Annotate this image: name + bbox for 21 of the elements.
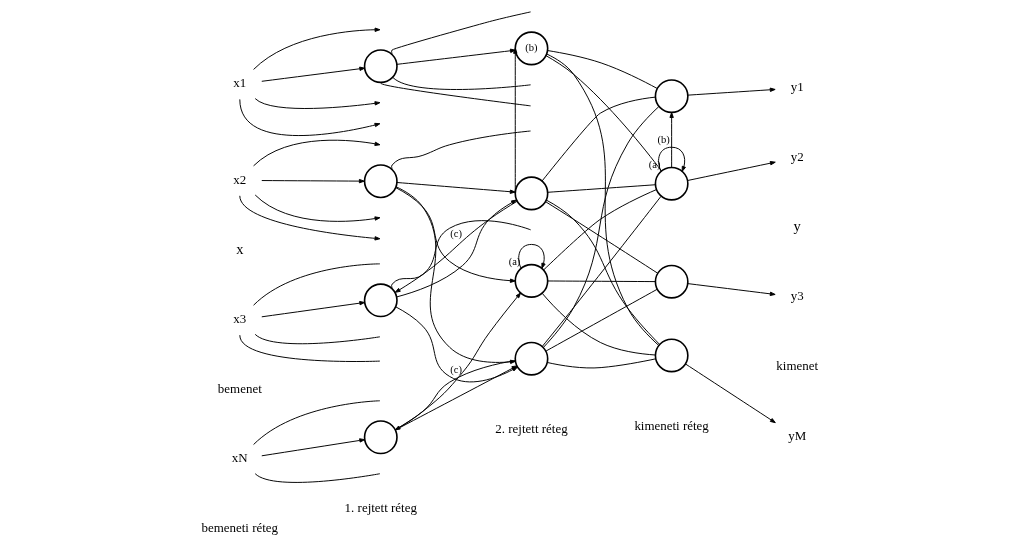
node-text: y1: [790, 79, 804, 95]
node-text: x2: [233, 171, 247, 187]
label: bemeneti réteg: [201, 519, 279, 535]
edge-label: (a): [508, 256, 521, 268]
node-text: y2: [790, 148, 804, 164]
label: kimenet: [776, 357, 819, 373]
edge-label: (c): [450, 228, 462, 240]
edge-label: (c): [450, 363, 462, 375]
edge-label: (b): [525, 42, 538, 54]
label: y: [793, 217, 801, 234]
label: 1. rejtett réteg: [344, 499, 417, 515]
node-text: x1: [233, 75, 247, 91]
label: x: [236, 240, 244, 257]
node-text: y3: [790, 288, 804, 304]
node-text: yM: [788, 427, 807, 443]
label: kimeneti réteg: [634, 417, 709, 433]
node-text: xN: [231, 450, 248, 466]
label: 2. rejtett réteg: [495, 421, 568, 437]
label: bemenet: [217, 380, 262, 396]
edge-label: (b): [657, 133, 670, 145]
node-text: x3: [233, 310, 247, 326]
